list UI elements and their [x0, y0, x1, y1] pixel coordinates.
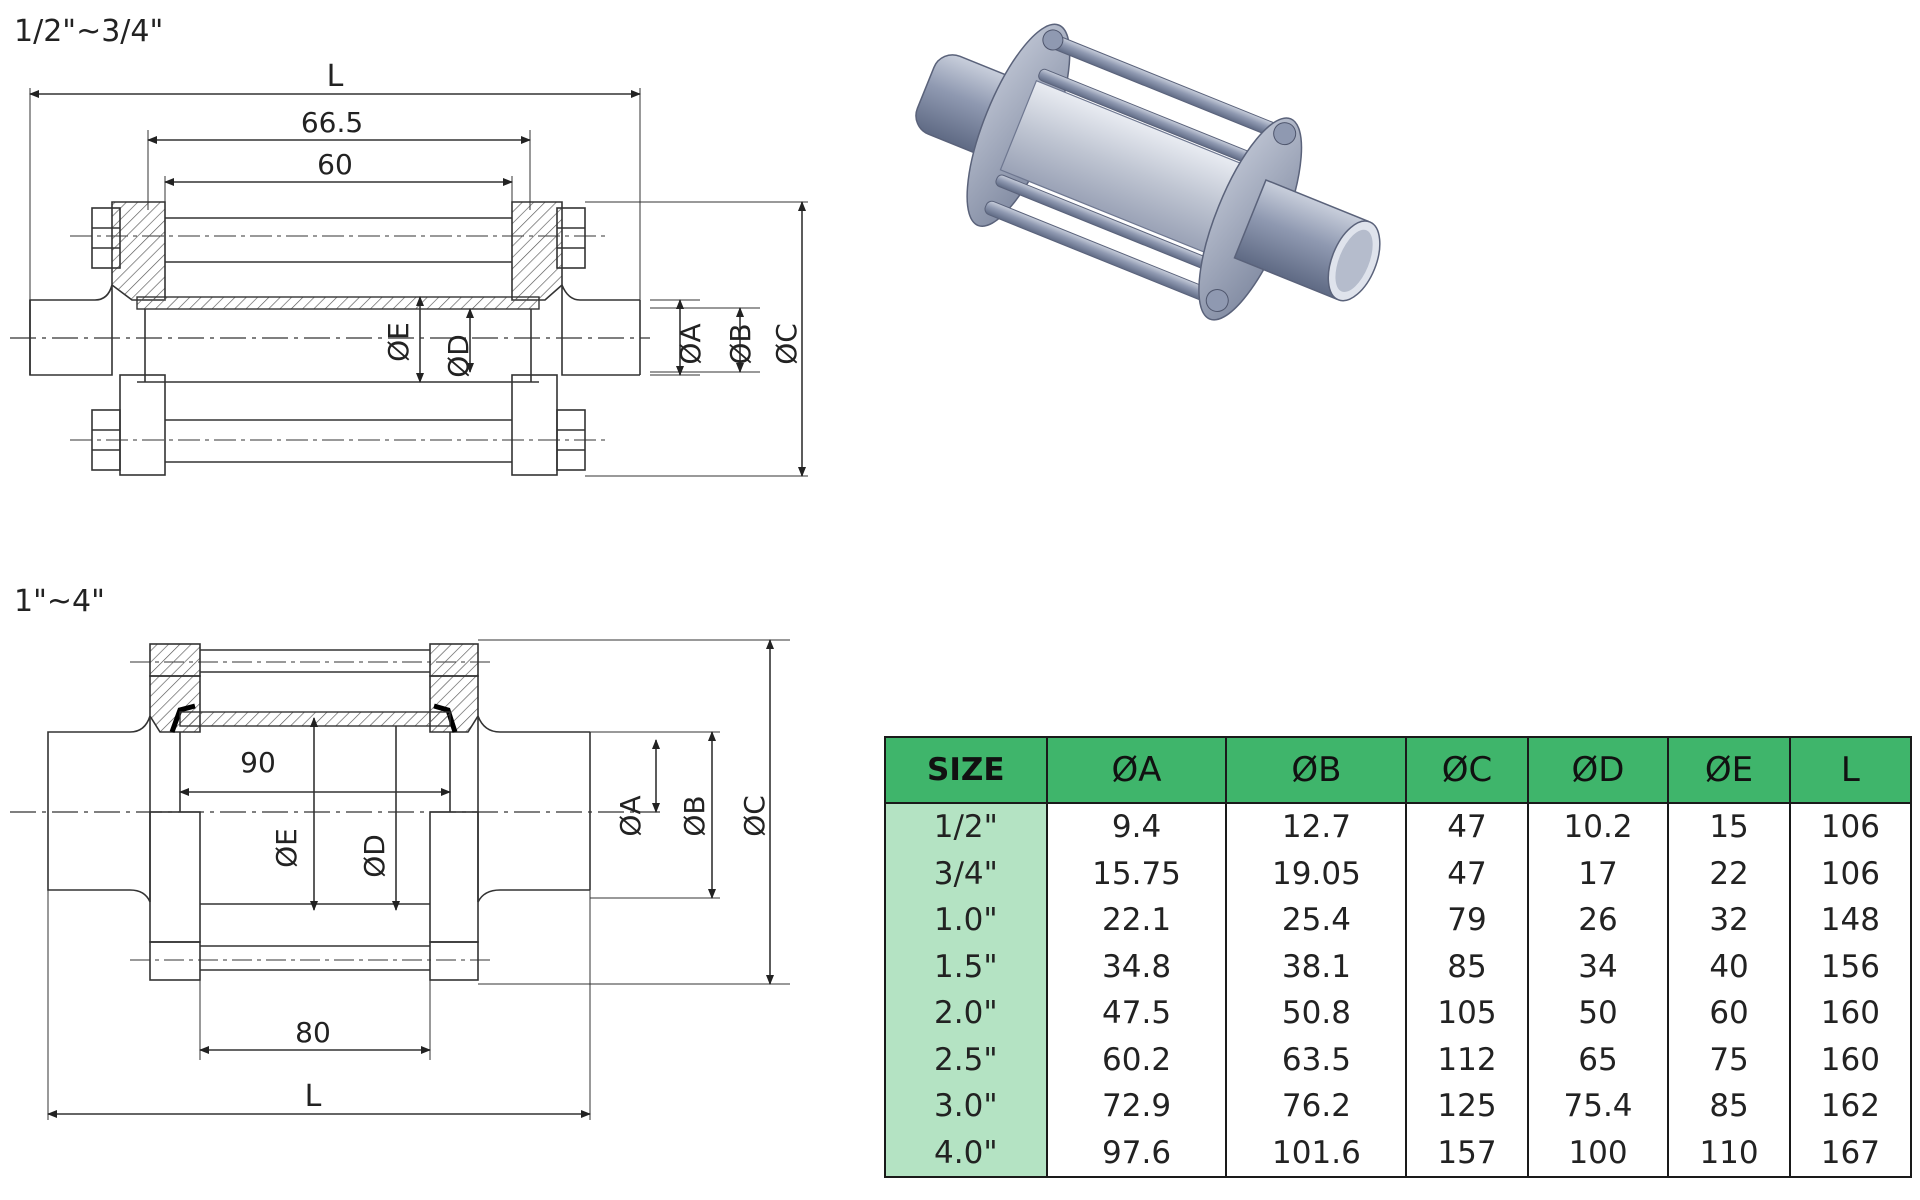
cell-dia-a: 72.9 [1045, 1083, 1228, 1130]
top-dia-A: ØA [674, 323, 707, 364]
cell-dia-a: 15.75 [1045, 850, 1228, 897]
cell-length: 160 [1788, 990, 1913, 1037]
cell-dia-b: 19.05 [1225, 850, 1408, 897]
cell-size: 3/4" [884, 850, 1048, 897]
cell-dia-d: 17 [1526, 850, 1670, 897]
cell-dia-e: 15 [1667, 803, 1791, 851]
cell-dia-c: 112 [1405, 1036, 1529, 1083]
cell-size: 4.0" [884, 1129, 1048, 1178]
cell-dia-e: 75 [1667, 1036, 1791, 1083]
cell-length: 148 [1788, 897, 1913, 944]
bottom-dia-C: ØC [738, 795, 771, 837]
cell-size: 1.5" [884, 943, 1048, 990]
cell-dia-d: 75.4 [1526, 1083, 1670, 1130]
cell-size: 2.5" [884, 1036, 1048, 1083]
cell-dia-d: 10.2 [1526, 803, 1670, 851]
top-dia-B: ØB [724, 323, 757, 364]
cell-dia-d: 26 [1526, 897, 1670, 944]
cell-length: 106 [1788, 850, 1913, 897]
top-size-label: 1/2"~3/4" [14, 14, 164, 49]
cell-dia-b: 101.6 [1225, 1129, 1408, 1178]
cell-dia-b: 25.4 [1225, 897, 1408, 944]
header-dia-b: ØB [1225, 736, 1408, 804]
cell-dia-e: 22 [1667, 850, 1791, 897]
cell-dia-a: 60.2 [1045, 1036, 1228, 1083]
cell-length: 167 [1788, 1129, 1913, 1178]
cell-dia-b: 63.5 [1225, 1036, 1408, 1083]
cell-dia-a: 9.4 [1045, 803, 1228, 851]
cell-length: 106 [1788, 803, 1913, 851]
top-dim-inner: 60 [317, 148, 353, 181]
bottom-dia-E: ØE [270, 828, 303, 868]
cell-dia-a: 47.5 [1045, 990, 1228, 1037]
cell-length: 156 [1788, 943, 1913, 990]
cell-dia-a: 22.1 [1045, 897, 1228, 944]
cell-dia-c: 85 [1405, 943, 1529, 990]
cell-size: 1.0" [884, 897, 1048, 944]
bottom-section-drawing: 90 80 L ØE ØD ØA ØB ØC [10, 639, 790, 1120]
cell-dia-b: 50.8 [1225, 990, 1408, 1037]
cell-size: 3.0" [884, 1083, 1048, 1130]
cell-dia-e: 40 [1667, 943, 1791, 990]
cell-dia-c: 79 [1405, 897, 1529, 944]
cell-dia-c: 105 [1405, 990, 1529, 1037]
cell-dia-b: 38.1 [1225, 943, 1408, 990]
cell-dia-c: 47 [1405, 850, 1529, 897]
cell-dia-a: 97.6 [1045, 1129, 1228, 1178]
sight-glass-3d-render [915, 23, 1381, 321]
header-length: L [1788, 736, 1913, 804]
top-dia-D: ØD [442, 334, 475, 378]
cell-dia-b: 12.7 [1225, 803, 1408, 851]
cell-dia-d: 65 [1526, 1036, 1670, 1083]
header-dia-e: ØE [1667, 736, 1791, 804]
bottom-size-label: 1"~4" [14, 584, 105, 619]
table-header-row: SIZE ØA ØB ØC ØD ØE L [884, 736, 1913, 804]
header-dia-c: ØC [1405, 736, 1529, 804]
bottom-dia-D: ØD [358, 834, 391, 878]
top-dim-outer: 66.5 [301, 106, 363, 139]
bottom-dia-B: ØB [678, 795, 711, 836]
cell-length: 160 [1788, 1036, 1913, 1083]
cell-dia-c: 157 [1405, 1129, 1529, 1178]
cell-size: 2.0" [884, 990, 1048, 1037]
top-dim-L: L [327, 59, 344, 94]
cell-dia-c: 125 [1405, 1083, 1529, 1130]
header-dia-d: ØD [1526, 736, 1670, 804]
cell-dia-d: 50 [1526, 990, 1670, 1037]
cell-dia-c: 47 [1405, 803, 1529, 851]
top-dia-C: ØC [770, 323, 803, 365]
cell-dia-b: 76.2 [1225, 1083, 1408, 1130]
cell-dia-e: 60 [1667, 990, 1791, 1037]
cell-length: 162 [1788, 1083, 1913, 1130]
bottom-dia-A: ØA [614, 795, 647, 836]
bottom-dim-rods: 80 [295, 1016, 331, 1049]
cell-dia-a: 34.8 [1045, 943, 1228, 990]
header-dia-a: ØA [1045, 736, 1228, 804]
bottom-dim-inner: 90 [240, 746, 276, 779]
top-section-drawing: L 66.5 60 ØE ØD ØA ØB ØC [10, 59, 808, 477]
cell-dia-d: 100 [1526, 1129, 1670, 1178]
cell-dia-e: 110 [1667, 1129, 1791, 1178]
bottom-dim-L: L [305, 1079, 322, 1114]
cell-size: 1/2" [884, 803, 1048, 851]
cell-dia-d: 34 [1526, 943, 1670, 990]
cell-dia-e: 32 [1667, 897, 1791, 944]
header-size: SIZE [884, 736, 1048, 804]
top-dia-E: ØE [382, 322, 415, 362]
cell-dia-e: 85 [1667, 1083, 1791, 1130]
